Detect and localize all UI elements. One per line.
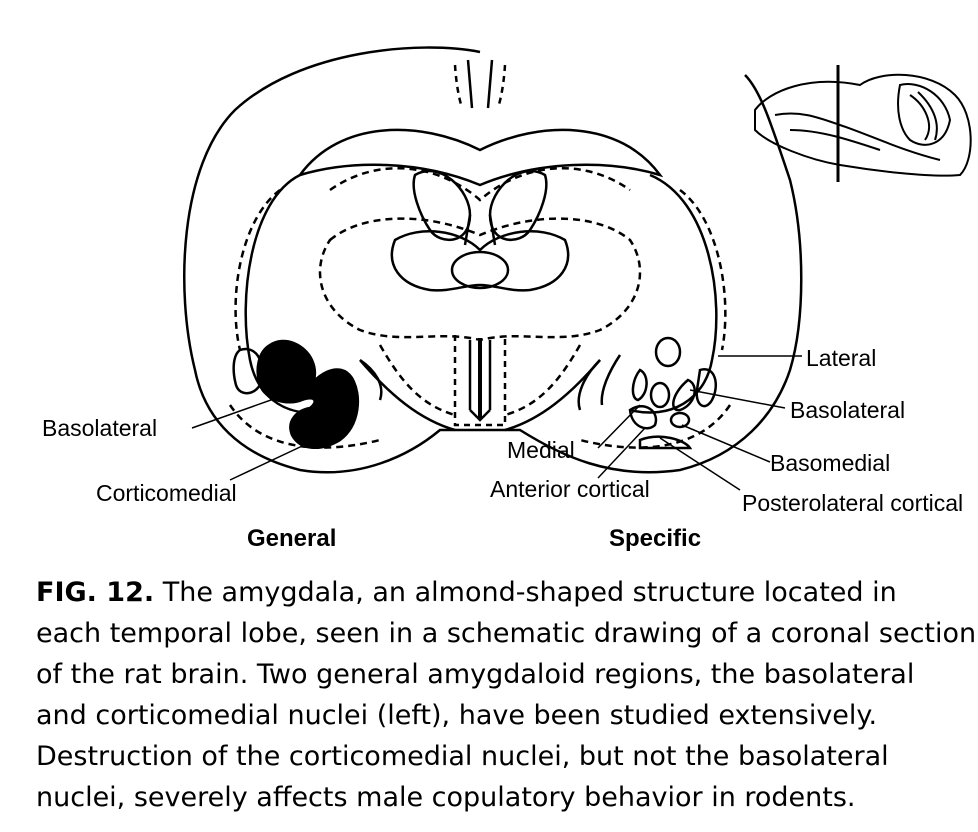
label-left-corticomedial: Corticomedial (96, 480, 237, 506)
caption-line-3: of the rat brain. Two general amygdaloid… (36, 659, 915, 690)
thalamus (318, 217, 642, 342)
corpus-callosum (296, 128, 664, 187)
caption-line-4: and corticomedial nuclei (left), have be… (36, 700, 878, 731)
figure-caption: FIG. 12. The amygdala, an almond-shaped … (36, 572, 978, 818)
title-general: General (247, 525, 336, 552)
caption-line-2: each temporal lobe, seen in a schematic … (36, 618, 977, 649)
title-specific: Specific (609, 525, 701, 552)
hypothalamus (453, 335, 507, 427)
label-posterolateral-cortical: Posterolateral cortical (742, 490, 963, 516)
caption-line-5: Destruction of the corticomedial nuclei,… (36, 741, 889, 772)
cortex-inner-boundary (244, 173, 718, 414)
label-lateral: Lateral (806, 345, 876, 371)
amygdala-left-filled (256, 339, 360, 449)
midline-fissure (466, 59, 494, 109)
label-anterior-cortical: Anterior cortical (490, 476, 650, 502)
brain-outline (183, 46, 803, 474)
amygdala-right-nuclei (577, 336, 717, 450)
sagittal-inset (754, 65, 972, 182)
third-ventricle (450, 250, 510, 290)
caption-line-6: nuclei, severely affects male copulatory… (36, 782, 856, 813)
caption-line-1: FIG. 12. The amygdala, an almond-shaped … (36, 577, 897, 608)
label-medial: Medial (507, 437, 575, 463)
lateral-ventricle (412, 169, 548, 242)
label-left-basolateral: Basolateral (42, 415, 157, 441)
label-basomedial: Basomedial (770, 450, 890, 476)
figure-label: FIG. 12. (36, 577, 155, 608)
label-right-basolateral: Basolateral (790, 397, 905, 423)
